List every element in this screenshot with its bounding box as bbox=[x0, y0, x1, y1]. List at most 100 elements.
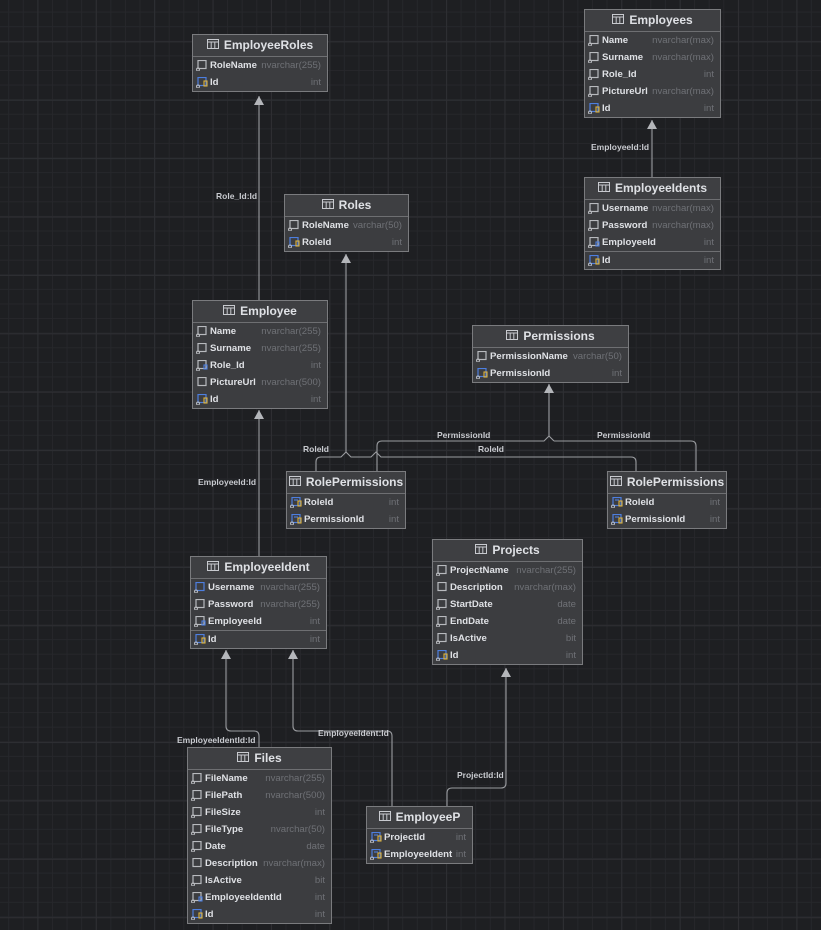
relationship-line[interactable] bbox=[315, 451, 371, 471]
table-header[interactable]: RolePermissions bbox=[608, 472, 726, 494]
column-name: StartDate bbox=[450, 599, 493, 610]
relationship-line[interactable] bbox=[554, 440, 697, 471]
column-type: int bbox=[314, 892, 325, 903]
column-icon bbox=[588, 219, 600, 232]
column-type: nvarchar(max) bbox=[652, 203, 714, 214]
primary-key-icon bbox=[196, 76, 208, 89]
primary-foreign-key-icon bbox=[290, 513, 302, 526]
table-header[interactable]: EmployeeIdent bbox=[191, 557, 326, 579]
table-header[interactable]: Projects bbox=[433, 540, 582, 562]
column-name: Id bbox=[602, 103, 611, 114]
table-header[interactable]: Employee bbox=[193, 301, 327, 323]
table-icon bbox=[206, 35, 219, 56]
table-header[interactable]: RolePermissions bbox=[287, 472, 405, 494]
column-name: RoleId bbox=[304, 497, 334, 508]
primary-key-icon bbox=[194, 633, 206, 646]
relationship-line[interactable] bbox=[446, 668, 507, 806]
primary-key-icon bbox=[476, 367, 488, 380]
table-header[interactable]: Employees bbox=[585, 10, 720, 32]
relationship-line[interactable] bbox=[225, 650, 260, 747]
primary-foreign-key-icon bbox=[611, 496, 623, 509]
relationship-line[interactable] bbox=[292, 650, 393, 806]
relationship-line[interactable] bbox=[376, 435, 555, 471]
table-header[interactable]: EmployeeP bbox=[367, 807, 472, 829]
table-header[interactable]: Files bbox=[188, 748, 331, 770]
table-header[interactable]: EmployeeIdents bbox=[585, 178, 720, 200]
relationship-line[interactable] bbox=[351, 451, 637, 471]
table-title: Employee bbox=[240, 304, 297, 318]
column-name: Surname bbox=[210, 343, 252, 354]
table-title: EmployeeP bbox=[395, 810, 461, 824]
table-title: Permissions bbox=[523, 329, 595, 343]
column-name: EmployeeId bbox=[602, 237, 656, 248]
column-type: varchar(50) bbox=[572, 351, 622, 362]
column-name: RoleId bbox=[625, 497, 655, 508]
table-header[interactable]: EmployeeRoles bbox=[193, 35, 327, 57]
table-header[interactable]: Roles bbox=[285, 195, 408, 217]
table-header[interactable]: Permissions bbox=[473, 326, 628, 348]
relationship-label: EmployeeId:Id bbox=[591, 142, 650, 152]
primary-foreign-key-icon bbox=[370, 848, 382, 861]
table-icon bbox=[506, 326, 519, 347]
arrowhead-icon bbox=[647, 120, 657, 129]
